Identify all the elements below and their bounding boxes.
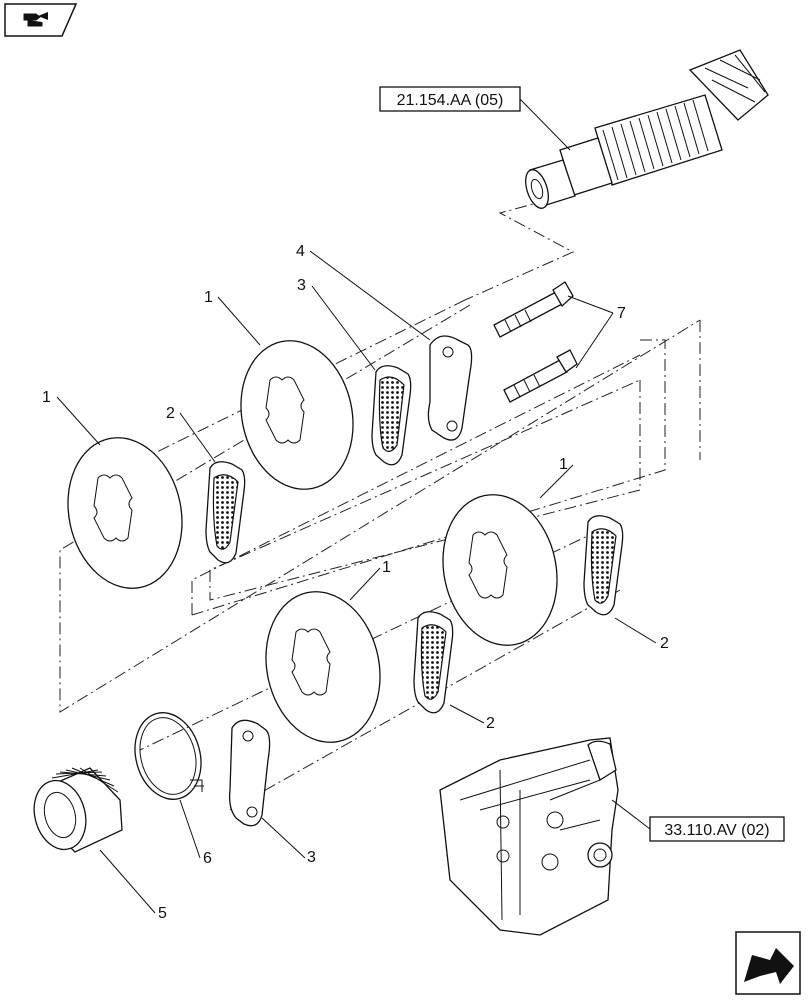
callout-2: 2 bbox=[486, 715, 495, 732]
callout-1: 1 bbox=[42, 389, 51, 406]
friction-pad-2-left bbox=[205, 461, 246, 564]
callout-2: 2 bbox=[660, 635, 669, 652]
callout-3: 3 bbox=[297, 277, 306, 294]
lever-plate-4 bbox=[427, 335, 473, 441]
callout-2: 2 bbox=[166, 405, 175, 422]
book-arrow-icon[interactable] bbox=[4, 3, 78, 37]
reference-top[interactable]: 21.154.AA (05) bbox=[379, 86, 571, 151]
lever-plate-3-lower bbox=[228, 719, 271, 827]
valve-housing bbox=[439, 737, 619, 936]
callout-7: 7 bbox=[617, 305, 626, 322]
snap-ring-6 bbox=[134, 712, 204, 800]
callout-3: 3 bbox=[307, 849, 316, 866]
friction-pad-2-right bbox=[583, 515, 624, 616]
callout-4: 4 bbox=[296, 243, 305, 260]
callout-1: 1 bbox=[559, 456, 568, 473]
callouts: 1 1 1 1 2 2 2 3 3 4 5 6 7 bbox=[42, 243, 669, 922]
bolt-upper bbox=[493, 281, 574, 338]
friction-pad-2-middle bbox=[413, 611, 454, 714]
reference-bottom[interactable]: 33.110.AV (02) bbox=[611, 799, 785, 842]
callout-6: 6 bbox=[203, 850, 212, 867]
friction-disc-right bbox=[442, 494, 558, 646]
reference-top-label: 21.154.AA (05) bbox=[397, 92, 504, 109]
callout-1: 1 bbox=[382, 559, 391, 576]
friction-disc-left bbox=[67, 437, 183, 589]
friction-pad-3-upper bbox=[371, 365, 412, 466]
friction-disc-lower bbox=[265, 591, 381, 743]
next-page-arrow-icon[interactable] bbox=[735, 931, 801, 995]
friction-disc-upper bbox=[240, 340, 354, 490]
callout-1: 1 bbox=[204, 289, 213, 306]
pinion-shaft bbox=[525, 49, 769, 209]
splined-hub-5 bbox=[33, 767, 123, 853]
reference-bottom-label: 33.110.AV (02) bbox=[664, 822, 769, 839]
bolt-lower bbox=[503, 349, 578, 403]
callout-5: 5 bbox=[158, 905, 167, 922]
